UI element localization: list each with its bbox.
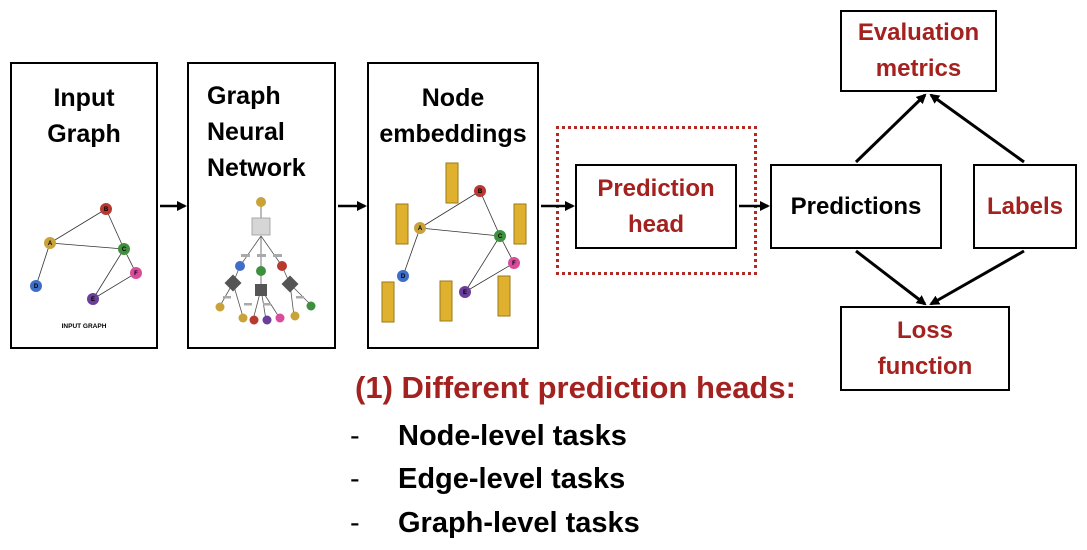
task-bullet: - bbox=[350, 463, 360, 495]
predictions-box: Predictions bbox=[770, 164, 942, 249]
node-a bbox=[44, 237, 56, 249]
gnn-title-line3: Network bbox=[207, 154, 306, 182]
embedding-node-label-d: D bbox=[401, 274, 406, 280]
embedding-vector bbox=[497, 275, 511, 317]
node-label-c: C bbox=[122, 247, 127, 253]
node-e bbox=[87, 293, 99, 305]
task-item-node-level: - Node-level tasks bbox=[350, 420, 627, 453]
input-graph-title-line2: Graph bbox=[47, 120, 121, 148]
embedding-vector bbox=[513, 203, 527, 245]
node-f bbox=[130, 267, 142, 279]
labels-box: Labels bbox=[973, 164, 1077, 249]
loss-function-line2: function bbox=[877, 352, 973, 380]
loss-function-line1: Loss bbox=[896, 316, 953, 344]
node-embeddings-title: Node embeddings bbox=[369, 80, 537, 152]
input-graph-title-line1: Input bbox=[53, 84, 115, 112]
prediction-head-box: Prediction head bbox=[575, 164, 737, 249]
embedding-node-label-c: C bbox=[498, 234, 503, 240]
input-graph-drawing: A B C D E F INPUT GRAPH bbox=[30, 203, 142, 330]
task-item-graph-level: - Graph-level tasks bbox=[350, 507, 640, 540]
prediction-head-line1: Prediction bbox=[597, 174, 715, 202]
arrow-labels-to-metrics bbox=[929, 93, 1025, 164]
evaluation-metrics-line1: Evaluation bbox=[857, 19, 980, 46]
input-graph-caption: INPUT GRAPH bbox=[62, 323, 107, 330]
task-label: Edge-level tasks bbox=[398, 463, 626, 495]
task-bullet: - bbox=[350, 420, 360, 452]
node-label-a: A bbox=[48, 241, 53, 247]
embedding-node-label-f: F bbox=[512, 261, 516, 267]
input-graph-title: Input Graph bbox=[12, 80, 156, 152]
node-embeddings-drawing: A B C D E F bbox=[381, 162, 527, 323]
node-d bbox=[30, 280, 42, 292]
embedding-node-label-b: B bbox=[478, 189, 483, 195]
labels-label: Labels bbox=[986, 192, 1064, 220]
input-graph-box: Input Graph bbox=[10, 62, 158, 349]
gnn-title-line2: Neural bbox=[207, 118, 285, 146]
node-embeddings-title-line2: embeddings bbox=[379, 120, 527, 148]
embedding-node-label-e: E bbox=[463, 290, 467, 296]
node-label-b: B bbox=[104, 207, 109, 213]
embedding-vector bbox=[439, 280, 453, 322]
gnn-title-line1: Graph bbox=[207, 82, 281, 110]
node-label-d: D bbox=[34, 284, 39, 290]
node-label-e: E bbox=[91, 297, 95, 303]
embedding-vector bbox=[395, 203, 409, 245]
gnn-tree-drawing bbox=[215, 197, 316, 325]
arrow-labels-to-loss bbox=[929, 249, 1025, 306]
prediction-heads-heading: (1) Different prediction heads: bbox=[355, 370, 796, 405]
node-embeddings-title-line1: Node bbox=[421, 84, 485, 112]
node-label-f: F bbox=[134, 271, 138, 277]
task-item-edge-level: - Edge-level tasks bbox=[350, 463, 625, 496]
evaluation-metrics-line2: metrics bbox=[875, 55, 962, 82]
prediction-head-line2: head bbox=[627, 210, 684, 238]
gnn-title: Graph Neural Network bbox=[207, 78, 334, 186]
embedding-node-label-a: A bbox=[418, 226, 423, 232]
embedding-vector bbox=[445, 162, 459, 204]
node-b bbox=[100, 203, 112, 215]
prediction-head-dashed-frame bbox=[556, 126, 757, 275]
node-c bbox=[118, 243, 130, 255]
task-label: Graph-level tasks bbox=[398, 507, 640, 539]
task-bullet: - bbox=[350, 507, 360, 539]
predictions-label: Predictions bbox=[790, 192, 922, 220]
loss-function-box: Loss function bbox=[840, 306, 1010, 391]
arrow-predictions-to-loss bbox=[855, 249, 927, 306]
task-label: Node-level tasks bbox=[398, 420, 627, 452]
embedding-vector bbox=[381, 281, 395, 323]
arrow-predictions-to-metrics bbox=[854, 93, 927, 164]
evaluation-metrics-box: Evaluation metrics bbox=[840, 10, 997, 92]
